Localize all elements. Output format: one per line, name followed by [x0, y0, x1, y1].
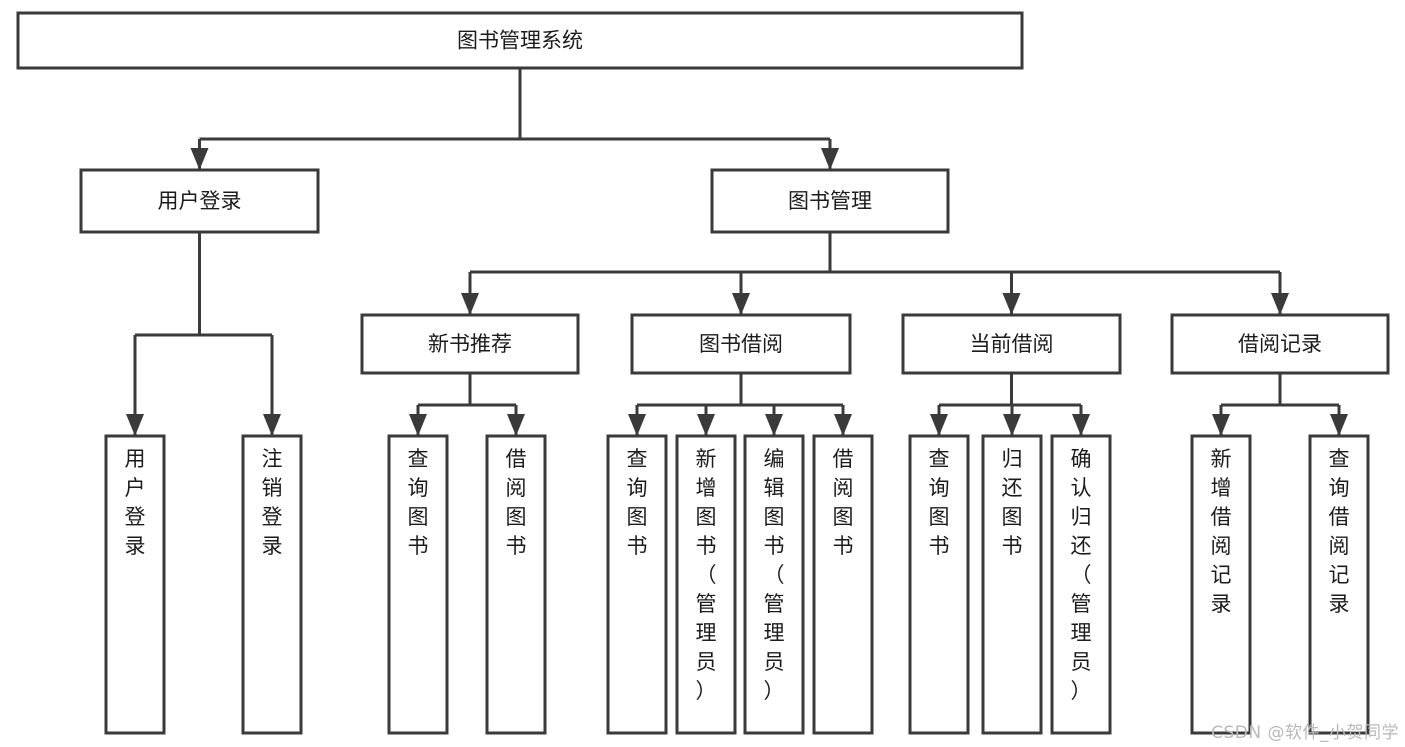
- node-box[interactable]: [241, 434, 303, 735]
- arrow-head: [1002, 293, 1021, 315]
- node-box[interactable]: [1050, 434, 1112, 735]
- arrow-head: [821, 148, 839, 170]
- node-cb-query-book[interactable]: 查询图书: [908, 434, 970, 735]
- nodes-layer: 图书管理系统用户登录图书管理用户登录注销登录新书推荐查询图书借阅图书图书借阅查询…: [16, 11, 1390, 735]
- node-book-borrow[interactable]: 图书借阅: [630, 313, 852, 375]
- node-label: 查询图书: [408, 447, 429, 558]
- node-label: 编辑图书（管理员）: [764, 447, 785, 703]
- node-box[interactable]: [675, 434, 737, 735]
- node-label: 借阅图书: [506, 447, 527, 558]
- watermark-text: CSDN @软件_小贺同学: [1211, 723, 1399, 743]
- node-box[interactable]: [606, 434, 668, 735]
- node-label: 图书管理系统: [457, 29, 583, 53]
- node-br-query-record[interactable]: 查询借阅记录: [1308, 434, 1370, 735]
- node-book-manage[interactable]: 图书管理: [710, 168, 950, 234]
- arrow-head: [834, 414, 852, 436]
- node-label: 查询图书: [929, 447, 950, 558]
- node-box[interactable]: [1308, 434, 1370, 735]
- node-box[interactable]: [1170, 313, 1390, 375]
- edges-layer: [126, 68, 1348, 436]
- arrow-head: [628, 414, 646, 436]
- node-label: 新增图书（管理员）: [696, 447, 717, 703]
- node-label: 当前借阅: [970, 332, 1054, 356]
- arrow-head: [930, 414, 948, 436]
- node-root[interactable]: 图书管理系统: [16, 11, 1024, 70]
- arrow-head: [126, 414, 144, 436]
- node-bb-borrow-book[interactable]: 借阅图书: [812, 434, 874, 735]
- arrow-head: [697, 414, 715, 436]
- node-new-book-recommend[interactable]: 新书推荐: [360, 313, 580, 375]
- node-label: 用户登录: [125, 447, 146, 558]
- arrow-head: [1072, 414, 1090, 436]
- node-label: 借阅记录: [1238, 332, 1322, 356]
- node-nb-query-book[interactable]: 查询图书: [387, 434, 449, 735]
- node-box[interactable]: [360, 313, 580, 375]
- node-current-borrow[interactable]: 当前借阅: [901, 313, 1122, 375]
- node-bb-add-book[interactable]: 新增图书（管理员）: [675, 434, 737, 735]
- node-label: 注销登录: [262, 447, 283, 558]
- node-box[interactable]: [104, 434, 166, 735]
- node-box[interactable]: [981, 434, 1043, 735]
- node-box[interactable]: [79, 168, 320, 234]
- node-bb-query-book[interactable]: 查询图书: [606, 434, 668, 735]
- node-box[interactable]: [630, 313, 852, 375]
- node-box[interactable]: [812, 434, 874, 735]
- node-nb-borrow-book[interactable]: 借阅图书: [485, 434, 547, 735]
- node-box[interactable]: [908, 434, 970, 735]
- node-label: 借阅图书: [833, 447, 854, 558]
- arrow-head: [461, 293, 479, 315]
- arrow-head: [732, 293, 750, 315]
- node-label: 归还图书: [1002, 447, 1023, 558]
- node-box[interactable]: [1190, 434, 1252, 735]
- node-box[interactable]: [710, 168, 950, 234]
- arrow-head: [1330, 414, 1348, 436]
- node-label: 确认归还（管理员）: [1071, 447, 1092, 703]
- node-cb-confirm-return[interactable]: 确认归还（管理员）: [1050, 434, 1112, 735]
- arrow-head: [1271, 293, 1289, 315]
- arrow-head: [765, 414, 783, 436]
- node-box[interactable]: [16, 11, 1024, 70]
- node-label: 新增借阅记录: [1211, 447, 1232, 616]
- node-label: 用户登录: [158, 189, 242, 213]
- node-box[interactable]: [901, 313, 1122, 375]
- arrow-head: [507, 414, 525, 436]
- node-user-login[interactable]: 用户登录: [79, 168, 320, 234]
- node-label: 查询图书: [627, 447, 648, 558]
- arrow-head: [190, 148, 209, 170]
- node-label: 查询借阅记录: [1329, 447, 1350, 616]
- node-box[interactable]: [485, 434, 547, 735]
- node-borrow-record[interactable]: 借阅记录: [1170, 313, 1390, 375]
- node-box[interactable]: [743, 434, 805, 735]
- node-cb-return-book[interactable]: 归还图书: [981, 434, 1043, 735]
- arrow-head: [1003, 414, 1021, 436]
- node-br-add-record[interactable]: 新增借阅记录: [1190, 434, 1252, 735]
- node-login-do[interactable]: 用户登录: [104, 434, 166, 735]
- node-label: 新书推荐: [428, 332, 512, 356]
- arrow-head: [263, 414, 281, 436]
- node-label: 图书借阅: [699, 332, 783, 356]
- node-box[interactable]: [387, 434, 449, 735]
- node-logout-do[interactable]: 注销登录: [241, 434, 303, 735]
- node-bb-edit-book[interactable]: 编辑图书（管理员）: [743, 434, 805, 735]
- arrow-head: [409, 414, 427, 436]
- node-label: 图书管理: [788, 189, 872, 213]
- arrow-head: [1212, 414, 1230, 436]
